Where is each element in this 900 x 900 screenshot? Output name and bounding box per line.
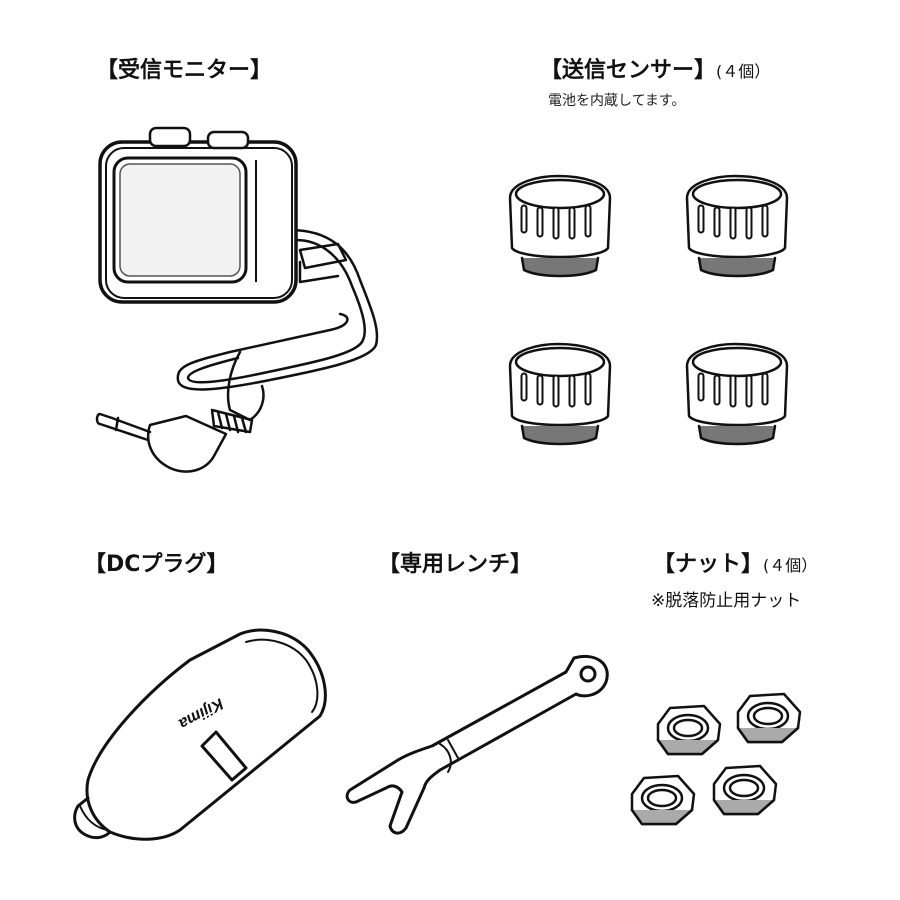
dc-plug-label: 【DCプラグ】 — [84, 552, 229, 577]
sensor-illustration-2 — [685, 174, 789, 278]
nut-illustration-3 — [630, 774, 696, 826]
wrench-illustration — [345, 655, 609, 835]
sensor-illustration-4 — [685, 342, 789, 446]
sensor-qty: (４個） — [716, 62, 771, 81]
sensor-note: 電池を内蔵してます。 — [548, 93, 686, 109]
sensor-heading: 【送信センサー】(４個） — [540, 52, 770, 84]
dc-plug-illustration: Kijima — [73, 628, 327, 841]
nut-heading: 【ナット】(４個） — [653, 546, 817, 578]
nut-illustration-1 — [656, 704, 722, 756]
sensor-label: 【送信センサー】 — [540, 58, 717, 83]
nut-illustration-2 — [736, 692, 802, 744]
nut-illustration-4 — [712, 764, 778, 816]
monitor-label: 【受信モニター】 — [96, 58, 273, 83]
sensor-illustration-1 — [508, 174, 612, 278]
nut-qty: (４個） — [763, 556, 818, 575]
wrench-label: 【専用レンチ】 — [378, 552, 533, 577]
sensor-illustration-3 — [508, 342, 612, 446]
nut-note: ※脱落防止用ナット — [651, 591, 802, 611]
nut-label: 【ナット】 — [653, 552, 764, 577]
